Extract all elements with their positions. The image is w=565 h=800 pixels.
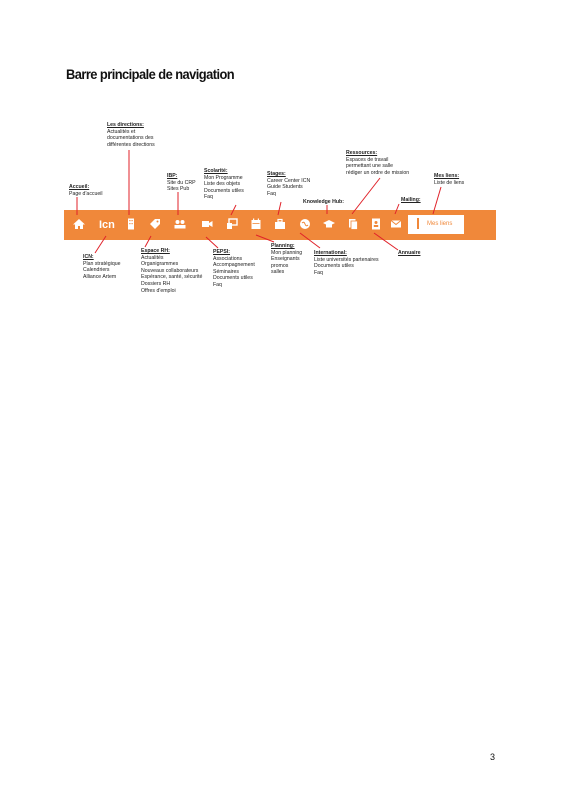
tag-icon[interactable]	[148, 217, 162, 231]
users-icon[interactable]	[173, 217, 187, 231]
annotation-icn: ICN: Plan stratégique Calendriers Allian…	[83, 254, 121, 280]
menu-bar-icon	[417, 217, 419, 229]
annotation-knowledge-hub: Knowledge Hub:	[303, 199, 344, 205]
annotation-mailing: Mailing:	[401, 197, 421, 203]
graduation-cap-icon[interactable]	[322, 217, 336, 231]
globe-icon[interactable]	[298, 217, 312, 231]
home-icon[interactable]	[72, 217, 86, 231]
annotation-planning: Planning: Mon planning Enseignants promo…	[271, 243, 303, 276]
annotation-accueil: Accueil: Page d'accueil	[69, 184, 103, 197]
annotation-ibp: IBP: Site du CRP Sites Pub	[167, 173, 196, 193]
annotation-espace-rh: Espace RH: Actualités Organigrammes Nouv…	[141, 248, 203, 294]
annotation-directions: Les directions: Actualités et documentat…	[107, 122, 155, 148]
video-camera-icon[interactable]	[200, 217, 214, 231]
building-icon[interactable]	[124, 217, 138, 231]
page-number: 3	[490, 752, 496, 762]
calendar-icon[interactable]	[249, 217, 263, 231]
annotation-annuaire: Annuaire	[398, 250, 421, 256]
page-title: Barre principale de navigation	[66, 66, 235, 82]
annotation-pepsi: PEPSI: Associations Accompagnement Sémin…	[213, 249, 255, 288]
mes-liens-label: Mes liens	[427, 221, 453, 227]
envelope-icon[interactable]	[389, 217, 403, 231]
address-book-icon[interactable]	[369, 217, 383, 231]
annotation-mes-liens: Mes liens: Liste de liens	[434, 173, 465, 186]
annotation-ressources: Ressources: Espaces de travail permettan…	[346, 150, 410, 176]
annotation-stages: Stages: Career Center ICN Guide Students…	[267, 171, 311, 197]
monitor-icon[interactable]	[225, 217, 239, 231]
annotation-international: International: Liste universités partena…	[314, 250, 379, 276]
annotation-scolarite: Scolarité: Mon Programme Liste des objet…	[204, 168, 244, 201]
briefcase-icon[interactable]	[273, 217, 287, 231]
mes-liens-button[interactable]: Mes liens	[408, 215, 464, 234]
icn-logo[interactable]: Icn	[99, 219, 115, 231]
documents-icon[interactable]	[346, 217, 360, 231]
